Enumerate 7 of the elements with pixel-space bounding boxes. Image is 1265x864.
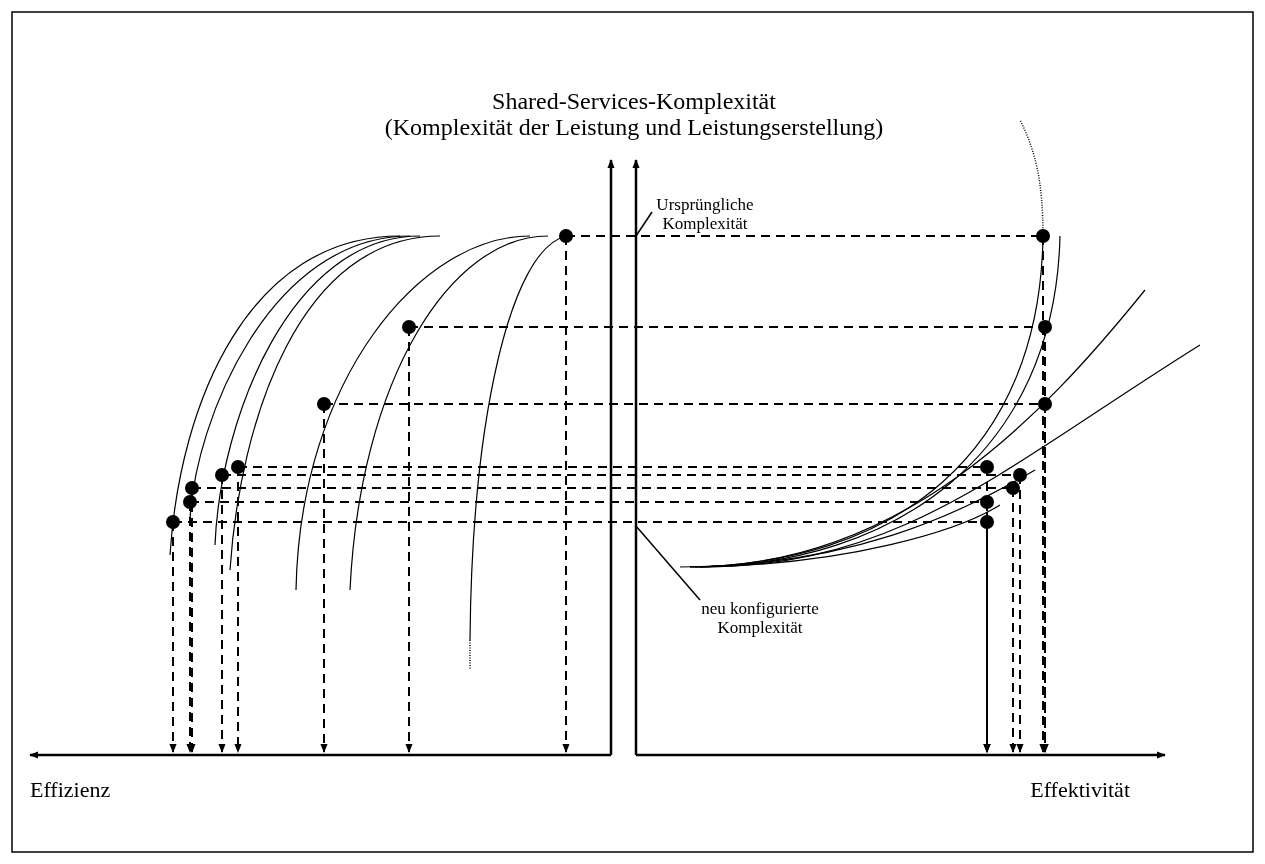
leader-line (635, 525, 701, 601)
chart-title: Shared-Services-Komplexität (Komplexität der Leistung und Leistungserstellung) (383, 88, 885, 141)
annotation-text: Ursprüngliche Komplexität (645, 196, 765, 234)
axis-label: Effizienz (30, 778, 111, 803)
leader-line (635, 211, 653, 237)
annotation-text: neu konfigurierte Komplexität (690, 600, 830, 638)
axis-label: Effektivität (1029, 778, 1130, 803)
